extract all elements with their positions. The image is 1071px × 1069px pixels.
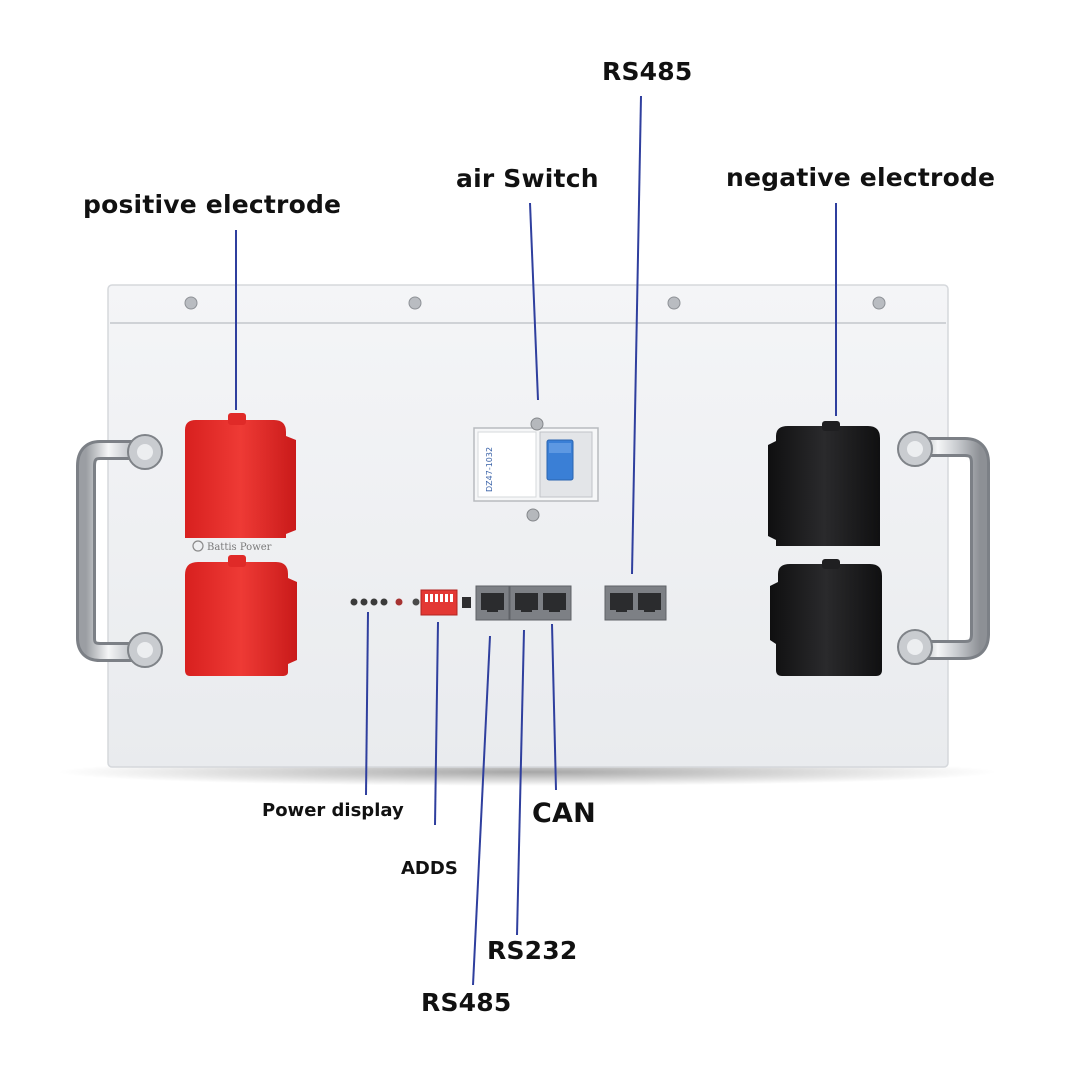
leader-rs232 [516,629,525,936]
label-rs485-top: RS485 [602,57,693,86]
label-power-display: Power display [262,800,404,821]
label-adds: ADDS [401,858,458,879]
adds-dip-switch [420,589,471,616]
label-air-switch: air Switch [456,164,599,193]
leader-power-display [365,611,369,796]
left-handle [76,434,163,668]
panel-screws [184,296,886,310]
label-negative-electrode: negative electrode [726,163,996,192]
rj45-ports-right [604,585,667,621]
leader-rs485-bottom [472,635,491,986]
air-switch-breaker: DZ47-1032 [473,417,599,522]
brand-logo: Battis Power [192,540,272,553]
label-can: CAN [532,798,596,829]
negative-terminal [768,421,882,676]
power-display-leds [350,598,420,606]
label-rs485-bottom: RS485 [421,988,512,1017]
right-handle [897,431,990,665]
svg-text:Battis Power: Battis Power [207,542,272,553]
rj45-ports-left [475,585,572,621]
leader-can [551,623,557,791]
svg-text:DZ47-1032: DZ47-1032 [485,447,494,492]
battery-front-panel [107,284,949,768]
leader-air-switch [529,202,539,401]
leader-lines [235,95,837,986]
positive-terminal [185,413,297,676]
label-positive-electrode: positive electrode [83,190,342,219]
label-rs232: RS232 [487,936,578,965]
leader-adds [434,621,439,826]
leader-rs485-top [631,95,642,575]
